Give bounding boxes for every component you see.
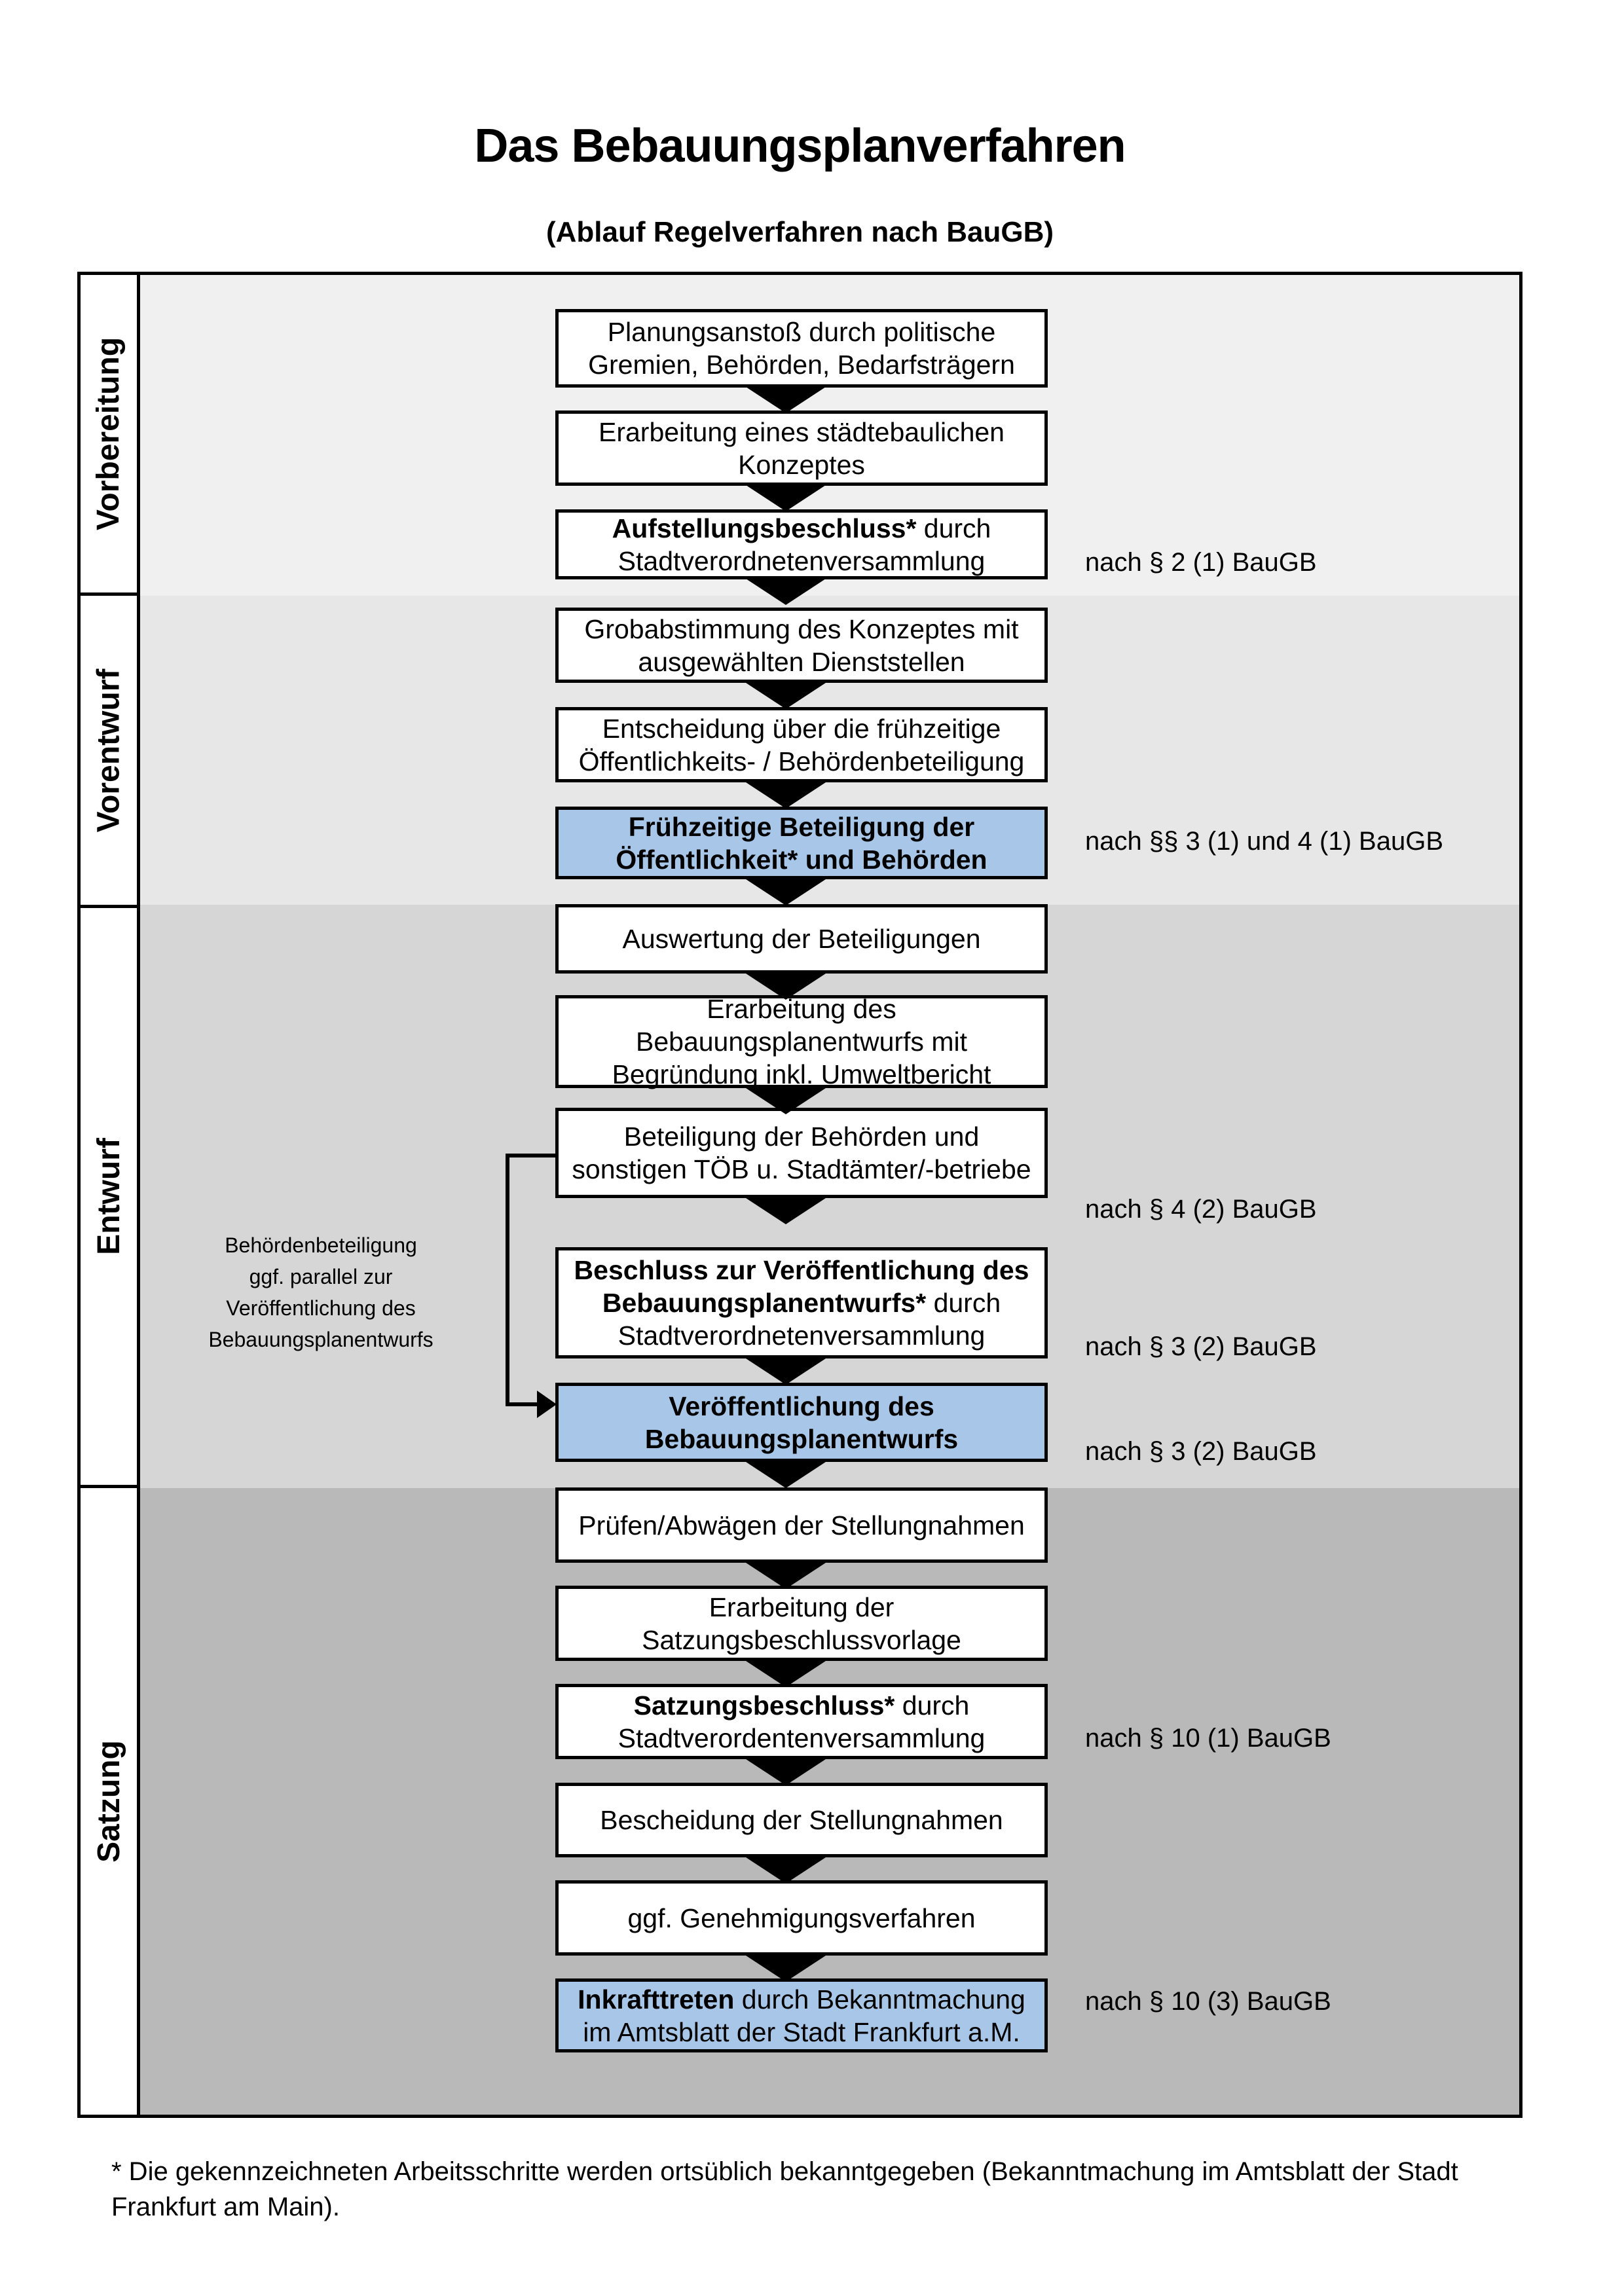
step-text: Erarbeitung des Bebauungsplanentwurfs mi… — [612, 994, 991, 1089]
step-box-pruefen-abwaegen: Prüfen/Abwägen der Stellungnahmen — [555, 1487, 1048, 1563]
step-text: Grobabstimmung des Konzeptes mit ausgewä… — [584, 613, 1019, 677]
flow-arrow-down-icon — [744, 1758, 828, 1785]
step-box-erarbeitung-entwurf: Erarbeitung des Bebauungsplanentwurfs mi… — [555, 994, 1048, 1089]
step-text-line2: im Amtsblatt der Stadt Frankfurt a.M. — [583, 2016, 1020, 2047]
step-text: Satzungsbeschluss* durch Stadtverordente… — [618, 1689, 986, 1755]
step-box-auswertung: Auswertung der Beteiligungen — [555, 904, 1048, 974]
step-box-behoerdenbeteiligung: Beteiligung der Behörden und sonstigen T… — [555, 1108, 1048, 1198]
step-text: Entscheidung über die frühzeitige Öffent… — [578, 713, 1025, 776]
flow-arrow-down-icon — [744, 577, 828, 605]
flow-arrow-down-icon — [744, 386, 828, 413]
step-box-fruehzeitige-beteiligung: Frühzeitige Beteiligung der Öffentlichke… — [555, 807, 1048, 879]
step-text: Aufstellungsbeschluss* durch Stadtverord… — [612, 512, 991, 577]
flow-arrow-down-icon — [744, 1856, 828, 1884]
step-text: Frühzeitige Beteiligung der Öffentlichke… — [616, 811, 987, 875]
step-text-bold: Beschluss zur Veröffentlichung des — [574, 1255, 1029, 1285]
step-box-veroeffentlichung: Veröffentlichung des Bebauungsplanentwur… — [555, 1383, 1048, 1462]
connector-line-top — [506, 1154, 555, 1157]
step-text: Auswertung der Beteiligungen — [622, 924, 981, 954]
step-text-rest: durch Bekanntmachung — [734, 1984, 1025, 2014]
step-text: Beteiligung der Behörden und sonstigen T… — [572, 1121, 1031, 1184]
step-box-genehmigungsverfahren: ggf. Genehmigungsverfahren — [555, 1880, 1048, 1956]
step-text: Inkrafttreten durch Bekanntmachung im Am… — [578, 1983, 1025, 2049]
flow-arrow-down-icon — [744, 1660, 828, 1687]
step-box-satzungsbeschlussvorlage: Erarbeitung der Satzungsbeschlussvorlage — [555, 1586, 1048, 1661]
step-box-aufstellungsbeschluss: Aufstellungsbeschluss* durch Stadtverord… — [555, 509, 1048, 579]
step-text-bold: Inkrafttreten — [578, 1984, 735, 2014]
side-note-parallel-beteiligung: Behördenbeteiligung ggf. parallel zur Ve… — [208, 1233, 434, 1351]
flow-arrow-down-icon — [744, 878, 828, 905]
flow-arrow-down-icon — [744, 1561, 828, 1589]
step-text: Erarbeitung eines städtebaulichen Konzep… — [599, 416, 1005, 480]
footnote: * Die gekennzeichneten Arbeitsschritte w… — [111, 2157, 1458, 2221]
step-text: ggf. Genehmigungsverfahren — [627, 1903, 976, 1933]
legal-reference: nach §§ 3 (1) und 4 (1) BauGB — [1085, 827, 1443, 856]
flow-arrow-down-icon — [744, 1087, 828, 1114]
flow-arrow-down-icon — [744, 1461, 828, 1488]
legal-reference: nach § 4 (2) BauGB — [1085, 1195, 1317, 1224]
step-text-rest: durch — [916, 513, 991, 543]
flow-arrow-down-icon — [744, 682, 828, 709]
legal-reference: nach § 10 (1) BauGB — [1085, 1724, 1331, 1753]
flowchart-frame — [77, 272, 1522, 2118]
step-text-line2: Stadtverordentenversammlung — [618, 1722, 986, 1753]
connector-arrowhead-icon — [537, 1391, 557, 1418]
flow-arrow-down-icon — [744, 484, 828, 511]
step-box-veroeffentlichungsbeschluss: Beschluss zur Veröffentlichung des Bebau… — [555, 1247, 1048, 1358]
step-text-bold: Satzungsbeschluss* — [633, 1690, 895, 1721]
flow-arrow-down-icon — [744, 1954, 828, 1982]
step-text: Bescheidung der Stellungnahmen — [600, 1805, 1003, 1835]
connector-line-bottom — [506, 1402, 540, 1406]
legal-reference: nach § 10 (3) BauGB — [1085, 1987, 1331, 2016]
step-text-rest: durch — [895, 1690, 970, 1721]
step-text: Veröffentlichung des Bebauungsplanentwur… — [644, 1391, 959, 1454]
legal-reference: nach § 2 (1) BauGB — [1085, 548, 1317, 577]
step-text-line2: Stadtverordnetenversammlung — [618, 545, 986, 576]
flow-arrow-down-icon — [744, 972, 828, 1000]
step-box-bescheidung: Bescheidung der Stellungnahmen — [555, 1783, 1048, 1857]
step-text-bold: Aufstellungsbeschluss* — [612, 513, 917, 543]
step-box-entscheidung-beteiligung: Entscheidung über die frühzeitige Öffent… — [555, 707, 1048, 782]
step-text: Planungsanstoß durch politische Gremien,… — [588, 317, 1015, 380]
flow-arrow-down-icon — [744, 781, 828, 809]
step-text-bold2: Bebauungsplanentwurfs* — [602, 1288, 927, 1318]
connector-line-vertical — [506, 1154, 509, 1406]
step-text: Beschluss zur Veröffentlichung des Bebau… — [574, 1254, 1029, 1352]
step-text-rest: durch — [926, 1288, 1001, 1318]
step-box-inkrafttreten: Inkrafttreten durch Bekanntmachung im Am… — [555, 1978, 1048, 2052]
step-text-line3: Stadtverordnetenversammlung — [618, 1321, 986, 1351]
page-title: Das Bebauungsplanverfahren — [474, 120, 1126, 172]
page-subtitle: (Ablauf Regelverfahren nach BauGB) — [545, 216, 1054, 248]
step-text: Erarbeitung der Satzungsbeschlussvorlage — [642, 1592, 961, 1655]
step-box-grobabstimmung: Grobabstimmung des Konzeptes mit ausgewä… — [555, 608, 1048, 683]
step-box-planungsanstoss: Planungsanstoß durch politische Gremien,… — [555, 309, 1048, 388]
flow-arrow-down-icon — [744, 1357, 828, 1385]
step-box-staedtebauliches-konzept: Erarbeitung eines städtebaulichen Konzep… — [555, 410, 1048, 486]
step-box-satzungsbeschluss: Satzungsbeschluss* durch Stadtverordente… — [555, 1684, 1048, 1759]
legal-reference: nach § 3 (2) BauGB — [1085, 1332, 1317, 1361]
flow-arrow-down-icon — [744, 1197, 828, 1224]
legal-reference: nach § 3 (2) BauGB — [1085, 1437, 1317, 1466]
step-text: Prüfen/Abwägen der Stellungnahmen — [578, 1510, 1025, 1540]
